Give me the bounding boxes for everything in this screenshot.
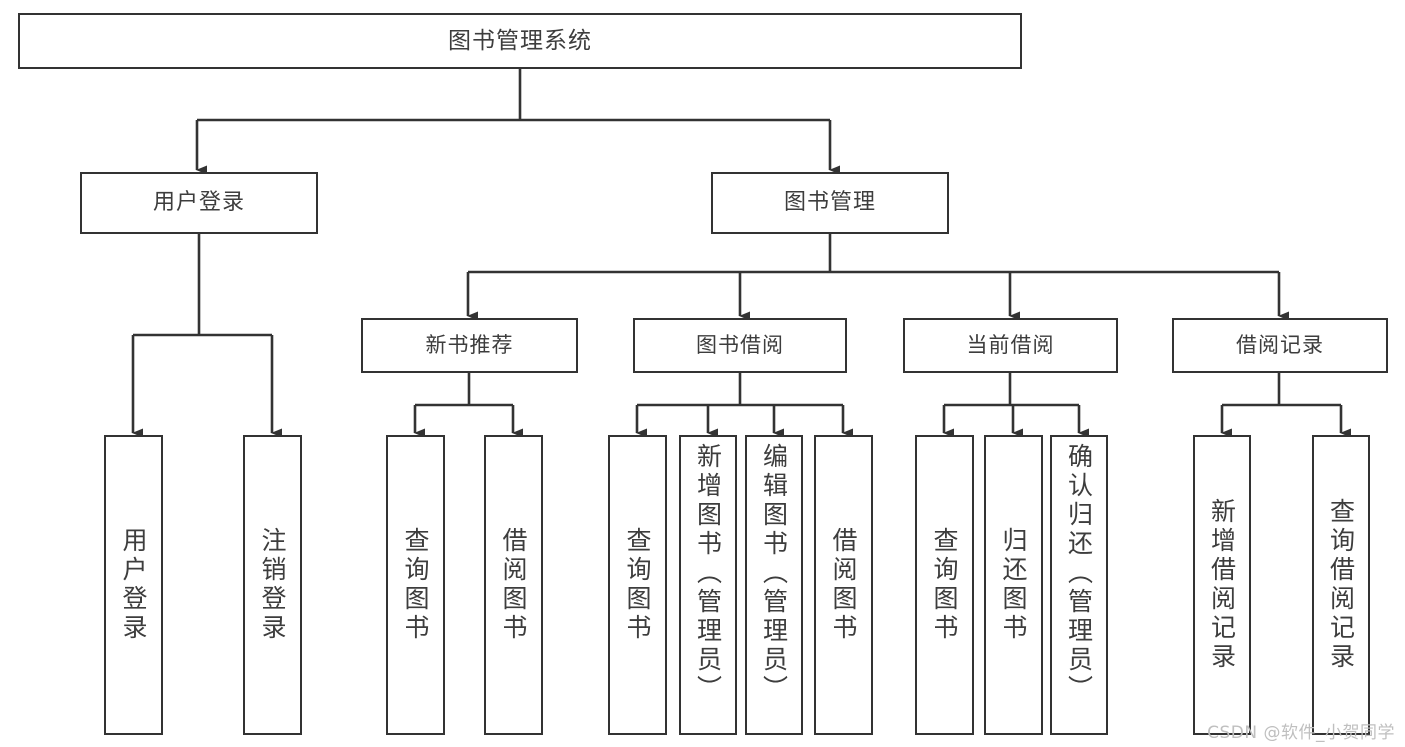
node-root-system[interactable]: 图书管理系统	[18, 13, 1022, 69]
leaf-query-books-current[interactable]: 查询图书	[915, 435, 974, 735]
node-user-login[interactable]: 用户登录	[80, 172, 318, 234]
node-current-borrow[interactable]: 当前借阅	[903, 318, 1118, 373]
leaf-borrow-book[interactable]: 借阅图书	[814, 435, 873, 735]
watermark-text: CSDN @软件_小贺同学	[1207, 723, 1395, 743]
leaf-add-book-admin-label: 新增图书（管理员）	[693, 443, 723, 704]
leaf-return-book-label: 归还图书	[999, 527, 1028, 643]
leaf-query-books-recommend-label: 查询图书	[401, 527, 430, 643]
node-borrow-records-label: 借阅记录	[1236, 333, 1324, 358]
leaf-query-borrow-record-label: 查询借阅记录	[1326, 498, 1356, 672]
leaf-query-books-borrow-label: 查询图书	[623, 527, 652, 643]
leaf-edit-book-admin[interactable]: 编辑图书（管理员）	[745, 435, 803, 735]
leaf-user-login-label: 用户登录	[119, 527, 148, 643]
leaf-add-book-admin[interactable]: 新增图书（管理员）	[679, 435, 737, 735]
leaf-borrow-book-label: 借阅图书	[829, 527, 858, 643]
node-book-management[interactable]: 图书管理	[711, 172, 949, 234]
leaf-query-books-recommend[interactable]: 查询图书	[386, 435, 445, 735]
node-book-borrow-label: 图书借阅	[696, 333, 784, 358]
leaf-borrow-books-recommend-label: 借阅图书	[499, 527, 528, 643]
node-borrow-records[interactable]: 借阅记录	[1172, 318, 1388, 373]
leaf-add-borrow-record-label: 新增借阅记录	[1207, 498, 1237, 672]
node-new-book-recommend[interactable]: 新书推荐	[361, 318, 578, 373]
leaf-logout[interactable]: 注销登录	[243, 435, 302, 735]
leaf-return-book[interactable]: 归还图书	[984, 435, 1043, 735]
leaf-confirm-return-admin-label: 确认归还（管理员）	[1064, 443, 1094, 704]
node-book-management-label: 图书管理	[783, 190, 876, 216]
leaf-borrow-books-recommend[interactable]: 借阅图书	[484, 435, 543, 735]
leaf-query-books-borrow[interactable]: 查询图书	[608, 435, 667, 735]
leaf-edit-book-admin-label: 编辑图书（管理员）	[759, 443, 789, 704]
node-root-label: 图书管理系统	[448, 27, 592, 54]
leaf-logout-label: 注销登录	[258, 527, 287, 643]
leaf-user-login[interactable]: 用户登录	[104, 435, 163, 735]
node-new-book-recommend-label: 新书推荐	[425, 333, 514, 358]
node-book-borrow[interactable]: 图书借阅	[633, 318, 847, 373]
leaf-query-borrow-record[interactable]: 查询借阅记录	[1312, 435, 1370, 735]
leaf-query-books-current-label: 查询图书	[930, 527, 959, 643]
leaf-add-borrow-record[interactable]: 新增借阅记录	[1193, 435, 1251, 735]
node-current-borrow-label: 当前借阅	[966, 333, 1055, 358]
leaf-confirm-return-admin[interactable]: 确认归还（管理员）	[1050, 435, 1108, 735]
node-user-login-label: 用户登录	[152, 190, 245, 216]
